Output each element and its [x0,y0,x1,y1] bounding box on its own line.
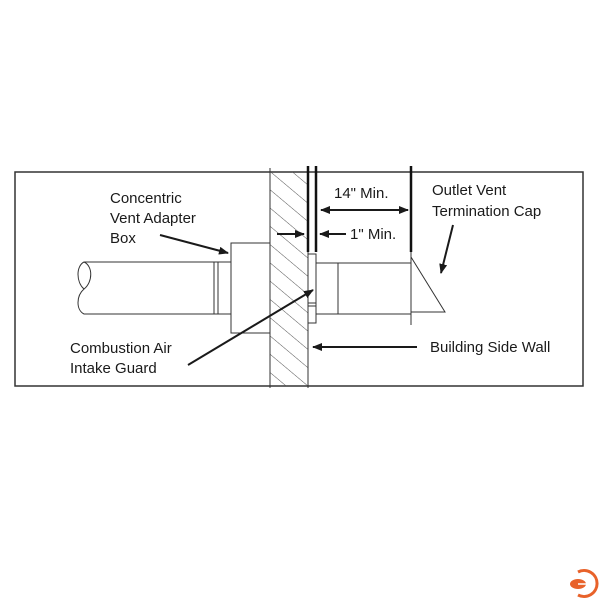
adapter-box [230,242,271,334]
cap-arrow [439,224,454,274]
outside-pipe [315,252,446,325]
adapter-label-1: Concentric [110,190,182,207]
cap-label-2: Termination Cap [432,203,541,220]
adapter-label-2: Vent Adapter [110,210,196,227]
wall-label: Building Side Wall [430,339,550,356]
dim-1-label: 1" Min. [350,226,396,243]
guard-label-1: Combustion Air [70,340,172,357]
inside-pipe [77,261,232,315]
building-wall [269,168,309,388]
intake-guard [307,253,317,324]
e-arrow-logo [570,569,599,598]
guard-label-2: Intake Guard [70,360,157,377]
cap-label-1: Outlet Vent [432,182,507,199]
clearance-lines [306,166,413,252]
guard-arrow [187,289,314,366]
dim-14-label: 14" Min. [334,185,389,202]
adapter-label-3: Box [110,230,136,247]
adapter-arrow [159,234,229,255]
